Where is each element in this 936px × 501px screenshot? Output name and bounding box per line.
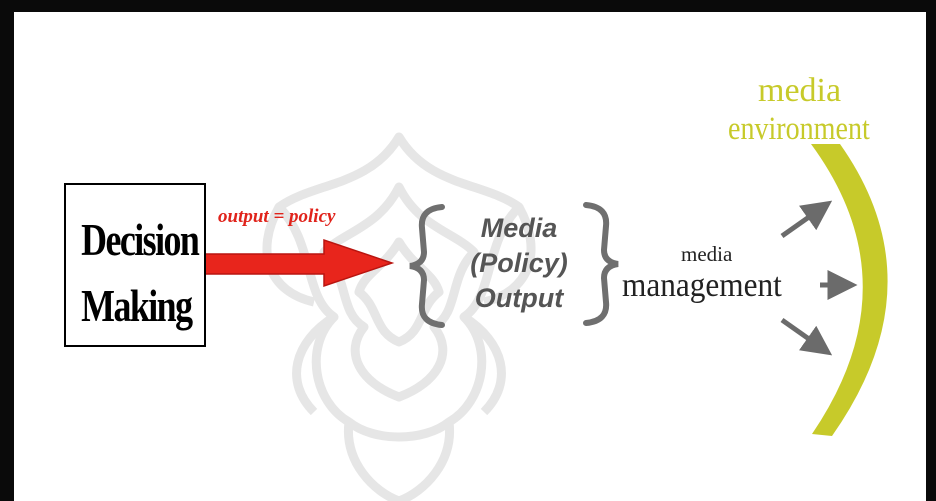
- output-policy-paren-label: (Policy): [470, 248, 568, 278]
- management-label: management: [622, 267, 782, 304]
- media-small-label: media: [681, 242, 733, 266]
- environment-arc: [811, 144, 888, 436]
- environment-media-label: media: [758, 72, 842, 109]
- curly-brace-right: [583, 202, 619, 326]
- output-output-label: Output: [474, 283, 564, 313]
- making-label: Making: [81, 280, 193, 331]
- watermark-rosette: [262, 132, 536, 501]
- decision-label: Decision: [81, 214, 200, 265]
- decision-making-box: Decision Making: [64, 183, 206, 347]
- curly-brace-left: [409, 204, 445, 328]
- output-media-label: Media: [480, 213, 558, 243]
- effect-arrow-down: [780, 317, 833, 356]
- output-policy-label: output = policy: [218, 206, 336, 227]
- diagram-canvas: [191, 132, 888, 501]
- effect-arrow-up: [780, 200, 833, 239]
- environment-label: environment: [728, 111, 870, 147]
- policy-arrow: [191, 238, 395, 288]
